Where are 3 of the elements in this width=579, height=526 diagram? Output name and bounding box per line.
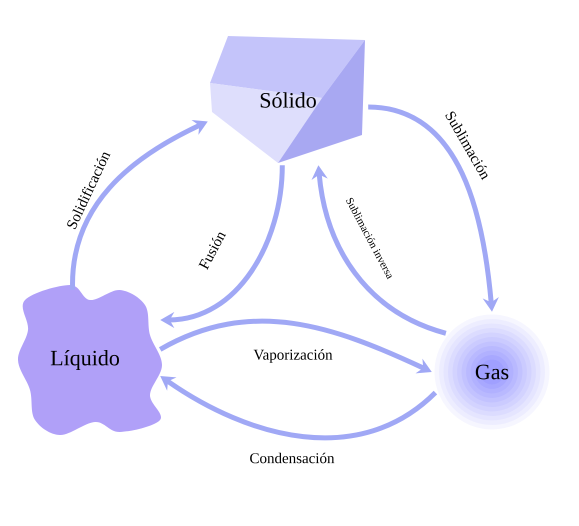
edge-label: Vaporización <box>252 348 334 364</box>
cube-drawing: Sólido <box>210 36 365 163</box>
edge-label: Condensación <box>248 452 336 464</box>
